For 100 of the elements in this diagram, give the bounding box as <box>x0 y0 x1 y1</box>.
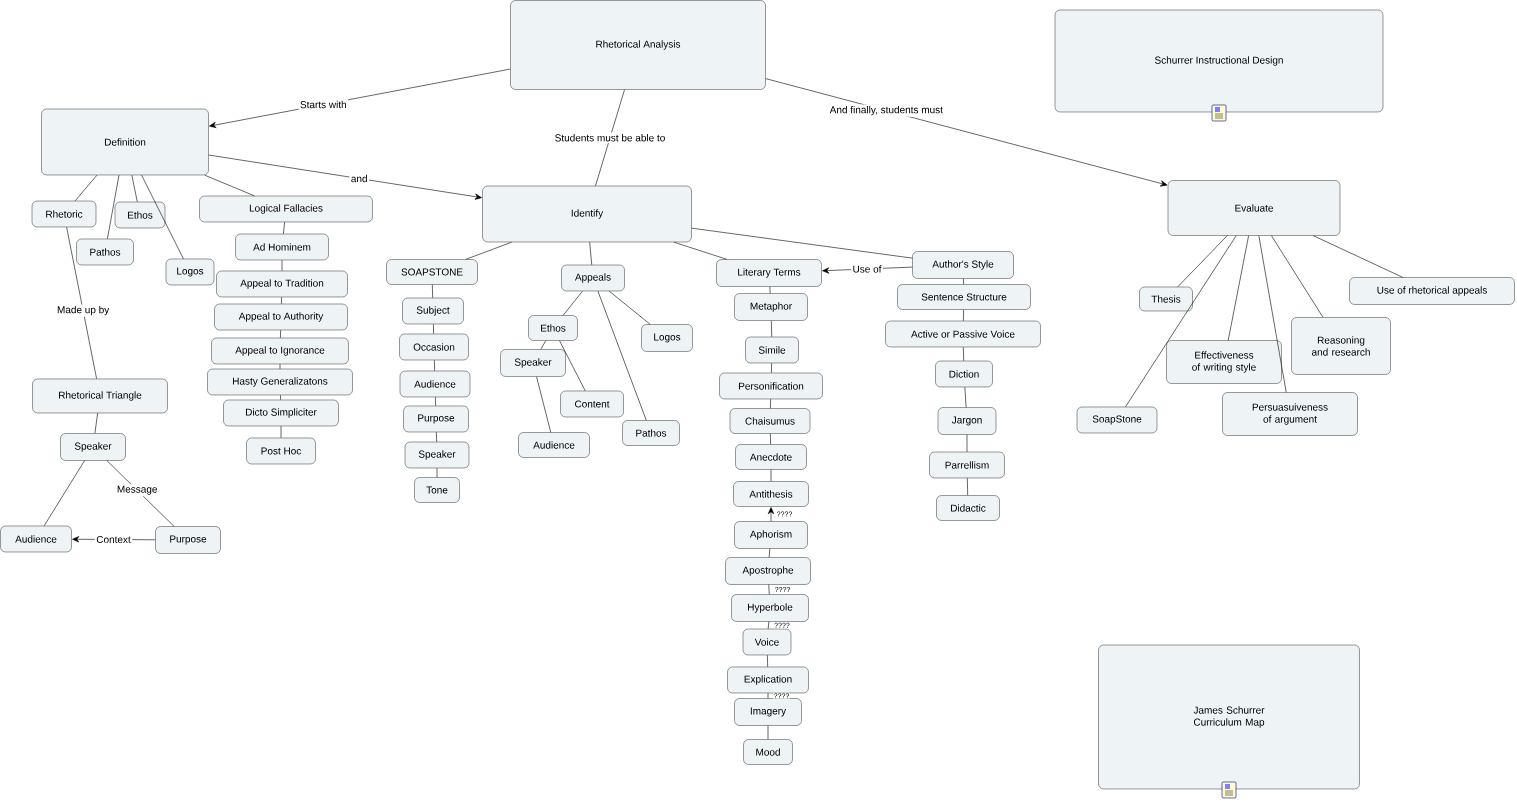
concept-box: Explication <box>727 666 809 694</box>
concept-box: Pathos <box>76 238 134 266</box>
edge-label: And finally, students must <box>828 104 945 117</box>
concept-box: Jargon <box>937 407 997 435</box>
concept-box: Sentence Structure <box>897 284 1031 310</box>
connector <box>691 227 913 259</box>
concept-box: Imagery <box>734 698 802 726</box>
connector <box>66 226 97 380</box>
connector <box>609 290 651 325</box>
concept-box: Literary Terms <box>716 259 822 287</box>
concept-box: Hasty Generalizatons <box>207 368 353 396</box>
concept-box: Speaker <box>60 433 126 461</box>
concept-box: Antithesis <box>733 481 809 507</box>
connector <box>208 154 482 200</box>
connector <box>767 725 769 740</box>
concept-box: Audience <box>518 432 590 458</box>
connector <box>767 692 769 699</box>
edge-label: Message <box>115 484 159 497</box>
concept-box: Evaluate <box>1167 180 1341 236</box>
connector <box>1177 235 1228 288</box>
concept-box: Voice <box>742 628 792 656</box>
concept-box: Occasion <box>399 333 469 361</box>
concept-box: Ad Hominem <box>235 233 329 261</box>
concept-box: Effectiveness of writing style <box>1166 340 1282 384</box>
connector <box>1125 235 1237 408</box>
concept-box: Subject <box>402 297 464 325</box>
concept-box: Identify <box>482 185 692 243</box>
connector <box>107 174 120 240</box>
connector <box>435 396 436 407</box>
concept-box: Purpose <box>155 526 221 554</box>
concept-box: James Schurrer Curriculum Map <box>1098 644 1360 790</box>
concept-box: Post Hoc <box>246 437 316 465</box>
concept-box: Pathos <box>622 420 680 446</box>
connector <box>769 286 771 294</box>
concept-box: Speaker <box>404 441 470 469</box>
connector <box>771 362 772 374</box>
connector <box>963 278 964 285</box>
connector <box>771 320 772 338</box>
concept-box: Logos <box>641 324 693 352</box>
concept-box: Personification <box>719 372 823 400</box>
connector <box>283 221 285 235</box>
connector <box>281 296 282 305</box>
connector <box>767 507 775 522</box>
concept-box: Apostrophe <box>725 557 811 585</box>
concept-box: Chaisumus <box>729 408 811 434</box>
connector <box>131 174 138 203</box>
concept-box: SoapStone <box>1076 406 1158 434</box>
concept-box: Tone <box>414 477 460 503</box>
connector <box>279 363 281 370</box>
concept-box: Appeal to Authority <box>214 303 348 331</box>
connector <box>141 174 184 260</box>
connector <box>1258 235 1287 393</box>
concept-box: Thesis <box>1139 286 1193 312</box>
connector <box>770 398 771 409</box>
concept-box: Rhetorical Triangle <box>32 378 168 414</box>
connector <box>540 340 547 350</box>
connector <box>1271 235 1324 318</box>
connector <box>765 78 1168 187</box>
edge-label: Starts with <box>298 99 349 110</box>
concept-box: SOAPSTONE <box>386 259 478 285</box>
concept-box: Logos <box>165 258 215 286</box>
edge-label: and <box>349 173 370 184</box>
connector <box>767 654 768 668</box>
concept-box: Reasoning and research <box>1291 317 1391 375</box>
connector <box>465 241 512 260</box>
connector <box>280 394 281 401</box>
connector <box>74 174 98 202</box>
connector <box>281 259 283 272</box>
edge-label: Students must be able to <box>553 132 667 143</box>
concept-box: Diction <box>935 360 993 388</box>
concept-box: Metaphor <box>734 293 808 321</box>
concept-box: Schurrer Instructional Design <box>1054 9 1384 113</box>
connector <box>432 284 433 299</box>
connector <box>204 174 255 197</box>
concept-box: Didactic <box>936 495 1000 521</box>
concept-box: Persuasuiveness of argument <box>1222 392 1358 436</box>
concept-box: Anecdote <box>735 444 807 470</box>
connector <box>768 548 771 558</box>
concept-box: Appeal to Tradition <box>216 270 348 298</box>
concept-box: Audience <box>399 370 471 398</box>
connector <box>1313 235 1403 278</box>
connector <box>94 412 98 434</box>
connector <box>280 329 281 339</box>
concept-box: Appeals <box>561 264 625 292</box>
connector <box>433 323 434 335</box>
concept-box: Author's Style <box>912 251 1014 279</box>
concept-box: Mood <box>743 739 793 765</box>
connector <box>436 467 438 478</box>
connector <box>559 340 586 392</box>
concept-box: Dicto Simpliciter <box>223 399 339 427</box>
concept-box: Logical Fallacies <box>199 195 373 223</box>
concept-box: Rhetoric <box>31 200 97 228</box>
concept-box: Simile <box>745 336 799 364</box>
connector <box>963 309 964 322</box>
connector <box>595 89 625 187</box>
connector <box>966 434 968 453</box>
connector <box>436 431 437 443</box>
edge-label: Context <box>94 534 133 545</box>
connector <box>964 386 967 408</box>
edge-label: Made up by <box>55 304 111 317</box>
